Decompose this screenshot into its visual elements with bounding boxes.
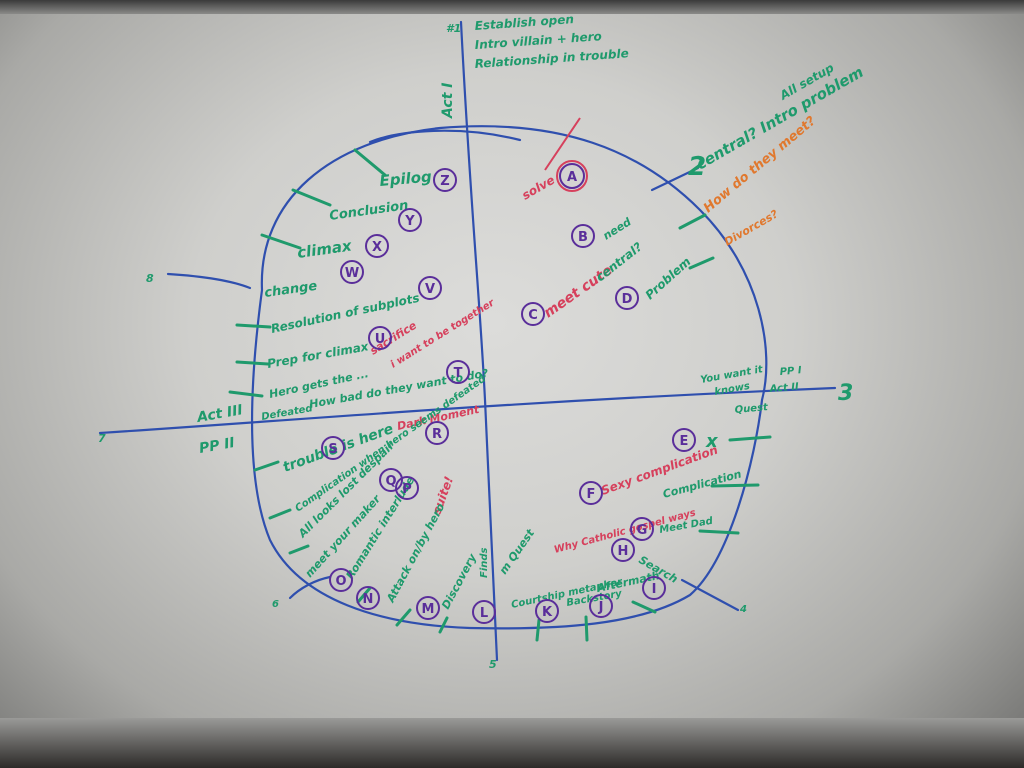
beat-circle-y	[398, 208, 422, 232]
beat-letter-h: H	[618, 544, 629, 559]
beat-circle-i	[642, 576, 666, 600]
beat-circle-z	[433, 168, 457, 192]
whiteboard-bottom-frame	[0, 718, 1024, 768]
beat-circle-w	[340, 260, 364, 284]
beat-circle-s	[321, 436, 345, 460]
note-32: Discovery	[439, 551, 479, 611]
note-15: climax	[296, 236, 354, 262]
beat-circle-b	[571, 224, 595, 248]
beat-letter-l: L	[480, 606, 488, 621]
number-2: 2	[688, 152, 706, 182]
beat-circle-a	[556, 160, 588, 192]
beat-letter-k: K	[542, 605, 553, 620]
beat-circle-k	[535, 599, 559, 623]
beat-circle-g	[630, 517, 654, 541]
act-two-label: Act II	[768, 381, 799, 395]
beat-circle-f	[579, 481, 603, 505]
number-1: #1	[446, 22, 461, 35]
beat-letter-v: V	[425, 282, 435, 297]
tick-6	[288, 575, 332, 600]
note-13: Epilog	[379, 167, 433, 190]
beat-letter-d: D	[622, 292, 633, 307]
beat-circle-x	[365, 234, 389, 258]
beat-letter-s: S	[328, 442, 337, 457]
beat-letter-e: E	[680, 434, 689, 449]
note-33: Finds	[479, 547, 490, 578]
whiteboard-top-frame	[0, 0, 1024, 14]
note-1: Establish open	[474, 12, 574, 33]
beat-letter-z: Z	[440, 174, 449, 189]
number-6: 6	[272, 599, 279, 610]
note-35: You want it	[700, 364, 765, 386]
beat-circle-j	[589, 594, 613, 618]
beat-circle-l	[472, 600, 496, 624]
note-9: need	[601, 215, 634, 242]
beat-circle-d	[615, 286, 639, 310]
beat-circle-t	[446, 360, 470, 384]
beat-circle-h	[611, 538, 635, 562]
beat-letter-j: J	[598, 600, 604, 615]
beat-letter-y: Y	[404, 214, 415, 229]
note-12: Problem	[643, 254, 694, 302]
beat-circle-o	[329, 568, 353, 592]
beat-circle-v	[418, 276, 442, 300]
beat-circle-n	[356, 586, 380, 610]
number-4: 4	[739, 604, 747, 615]
plot-point-two-label: PP II	[198, 435, 236, 457]
note-8: solve	[520, 173, 558, 203]
plot-point-one-label: PP I	[779, 365, 802, 378]
beat-circle-r	[425, 421, 449, 445]
number-5: 5	[489, 658, 497, 671]
act-one-label: Act I	[440, 83, 456, 119]
act-one-vertical-axis	[459, 20, 499, 662]
beat-letter-b: B	[578, 230, 588, 245]
number-3: 3	[838, 381, 853, 406]
red-pointer-line	[544, 117, 581, 171]
note-37: Quest	[734, 402, 769, 416]
note-7: Divorces?	[722, 207, 781, 249]
midpoint-horizontal-axis	[98, 386, 837, 435]
inner-arc	[368, 129, 522, 144]
note-46: x	[705, 431, 719, 452]
beat-letter-f: F	[587, 487, 596, 502]
note-16: change	[263, 279, 318, 301]
beat-letter-n: N	[363, 592, 374, 607]
beat-letter-r: R	[432, 427, 442, 442]
beat-circle-e	[672, 428, 696, 452]
beat-letter-c: C	[528, 308, 538, 323]
beat-letter-t: T	[454, 366, 463, 381]
beat-circle-u	[368, 326, 392, 350]
beat-circle-m	[416, 596, 440, 620]
tick-2	[650, 166, 700, 192]
tick-8	[166, 272, 252, 290]
beat-tick-marks	[228, 148, 772, 642]
beat-letter-w: W	[345, 266, 359, 281]
beat-letter-m: M	[422, 602, 435, 617]
note-11: central?	[593, 240, 645, 285]
note-36: knows	[714, 381, 751, 398]
beat-letter-a: A	[567, 170, 577, 185]
number-7: 7	[98, 432, 106, 445]
beat-letter-q: Q	[385, 474, 396, 489]
beat-letter-x: X	[372, 240, 382, 255]
tick-4	[680, 578, 740, 612]
beat-letter-o: O	[335, 574, 346, 589]
note-14: Conclusion	[328, 198, 409, 224]
beat-letter-g: G	[637, 523, 648, 538]
note-34: m Quest	[497, 526, 538, 576]
number-8: 8	[146, 272, 154, 285]
note-18: Prep for climax	[266, 339, 371, 371]
beat-circle-c	[521, 302, 545, 326]
beat-letter-u: U	[375, 332, 386, 347]
beat-circle-p	[395, 476, 419, 500]
beat-letter-i: I	[652, 582, 657, 597]
beat-letter-p: P	[402, 482, 412, 497]
beat-circle-q	[379, 468, 403, 492]
